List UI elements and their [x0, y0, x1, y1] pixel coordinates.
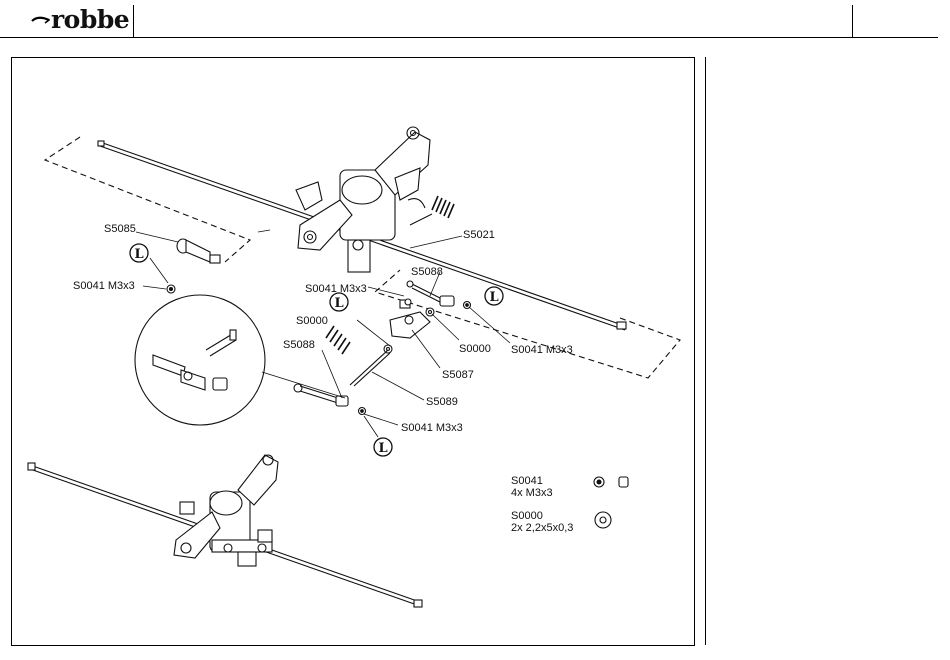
callout-s5087: S5087 [442, 369, 474, 381]
legend-code-s0000: S0000 [511, 510, 543, 522]
callout-s5085: S5085 [104, 223, 136, 235]
loctite-badge: L [130, 244, 148, 262]
legend-qty-s0000: 2x 2,2x5x0,3 [511, 522, 573, 534]
coil-spring-center [326, 326, 350, 354]
badge-letter: L [135, 247, 144, 262]
loctite-badge-right: L [485, 287, 503, 305]
ball-link-s5085 [177, 239, 220, 263]
detail-ball-link [153, 330, 236, 390]
callout-s0000-left: S0000 [296, 315, 328, 327]
dashed-guide-left [45, 137, 250, 262]
badge-letter: L [379, 441, 388, 456]
rotor-head-assembled [174, 455, 278, 566]
callout-s0041-bottom: S0041 M3x3 [401, 422, 463, 434]
legend-grubscrew-icon [594, 477, 628, 487]
loctite-badge-center: L [330, 293, 348, 311]
callout-s0041-left: S0041 M3x3 [73, 280, 135, 292]
callout-s5021: S5021 [463, 229, 495, 241]
coil-spring-top [410, 196, 454, 225]
callout-s0041-right: S0041 M3x3 [511, 344, 573, 356]
callout-s5088-top: S5088 [411, 266, 443, 278]
legend-washer-icon [595, 512, 611, 528]
legend-qty-s0041: 4x M3x3 [511, 487, 553, 499]
ball-link-s5088-lower [294, 384, 366, 415]
callout-s0000-right: S0000 [459, 343, 491, 355]
callout-s5089: S5089 [426, 396, 458, 408]
callout-s5088-left: S5088 [283, 339, 315, 351]
badge-letter: L [335, 296, 344, 311]
loctite-badge-bottom: L [374, 438, 392, 456]
legend-code-s0041: S0041 [511, 475, 543, 487]
callout-s0041-center: S0041 M3x3 [305, 283, 367, 295]
badge-letter: L [490, 290, 499, 305]
mixing-lever-center [384, 281, 471, 353]
